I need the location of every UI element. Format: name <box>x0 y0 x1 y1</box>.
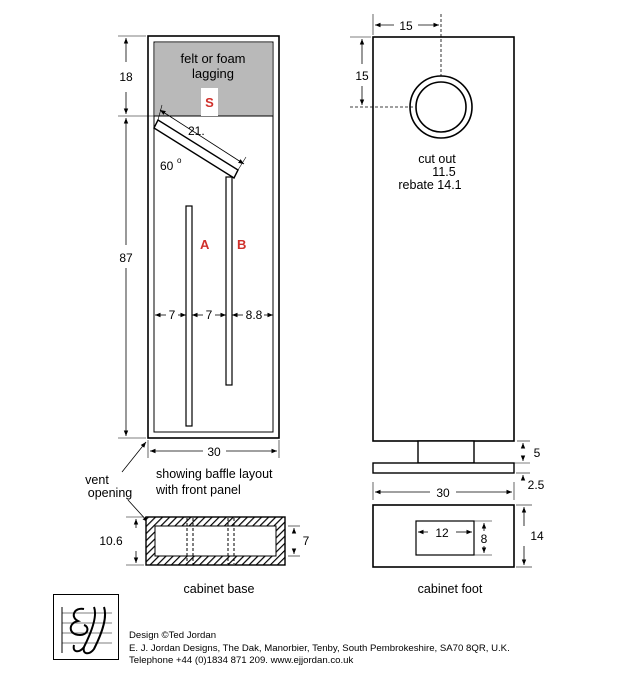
caption-baffle-line2: with front panel <box>155 483 241 497</box>
baffle-b <box>225 176 233 386</box>
lagging-label-line2: lagging <box>192 66 234 81</box>
cutout-label-line1: cut out <box>418 152 456 166</box>
slope-dimension: 21. <box>188 124 205 138</box>
cutout-label-line3: rebate 14.1 <box>398 178 461 192</box>
caption-baffle-line1: showing baffle layout <box>156 467 273 481</box>
credits-line-contact: Telephone +44 (0)1834 871 209. www.ejjor… <box>129 655 354 667</box>
caption-cabinet-foot: cabinet foot <box>418 582 483 596</box>
credits-line-address: E. J. Jordan Designs, The Dak, Manorbier… <box>129 642 510 654</box>
angle-degree-sign: o <box>177 156 182 165</box>
driver-cutout-circle <box>415 81 467 133</box>
ejj-logo <box>53 594 119 660</box>
dim-14: 14 <box>530 529 544 543</box>
cutout-label-line2: 11.5 <box>432 165 455 179</box>
panel-b-label: B <box>237 237 246 252</box>
foot-plate-side <box>372 462 515 474</box>
dim-8-8: 8.8 <box>246 308 263 322</box>
panel-a-label: A <box>200 237 210 252</box>
angle-label: 60 <box>160 159 174 173</box>
credits-block: Design ©Ted Jordan E. J. Jordan Designs,… <box>129 630 510 668</box>
cabinet-foot: 12 8 14 cabinet foot <box>372 504 544 596</box>
dim-87: 87 <box>119 251 133 265</box>
dim-15-horizontal: 15 <box>399 19 413 33</box>
dim-18: 18 <box>119 70 133 84</box>
dim-30-front: 30 <box>207 445 221 459</box>
caption-cabinet-base: cabinet base <box>184 582 255 596</box>
dim-30-back: 30 <box>436 486 450 500</box>
slot-s <box>201 88 218 116</box>
foot-hole <box>415 520 475 556</box>
vent-label-line1: vent <box>85 473 109 487</box>
dim-2-5: 2.5 <box>528 478 545 492</box>
vent-pointer-up <box>121 441 147 473</box>
foot-neck-block <box>417 440 475 464</box>
vent-pointer-down <box>127 499 149 523</box>
credits-line-design: Design ©Ted Jordan <box>129 630 217 641</box>
s-label: S <box>205 95 214 110</box>
ejj-monogram-icon <box>61 606 112 655</box>
baffle-a <box>185 205 193 427</box>
dim-7-middle: 7 <box>206 308 213 322</box>
dim-15-vertical: 15 <box>355 69 369 83</box>
dim-5: 5 <box>534 446 541 460</box>
dim-8: 8 <box>481 532 488 546</box>
dim-7-base: 7 <box>303 534 310 548</box>
cabinet-inner-outline <box>153 41 274 433</box>
cabinet-base: 10.6 7 cabinet base <box>99 516 310 596</box>
base-interior <box>154 525 277 557</box>
lagging-label-line1: felt or foam <box>180 51 245 66</box>
dim-12: 12 <box>435 526 449 540</box>
dim-10-6: 10.6 <box>99 534 123 548</box>
dim-7-left: 7 <box>169 308 176 322</box>
front-view: felt or foam lagging S 21. 60 o A B 7 7 … <box>85 35 280 523</box>
back-view: 15 15 cut out 11.5 rebate 14.1 5 2.5 30 <box>350 14 545 500</box>
vent-label-line2: opening <box>88 486 133 500</box>
